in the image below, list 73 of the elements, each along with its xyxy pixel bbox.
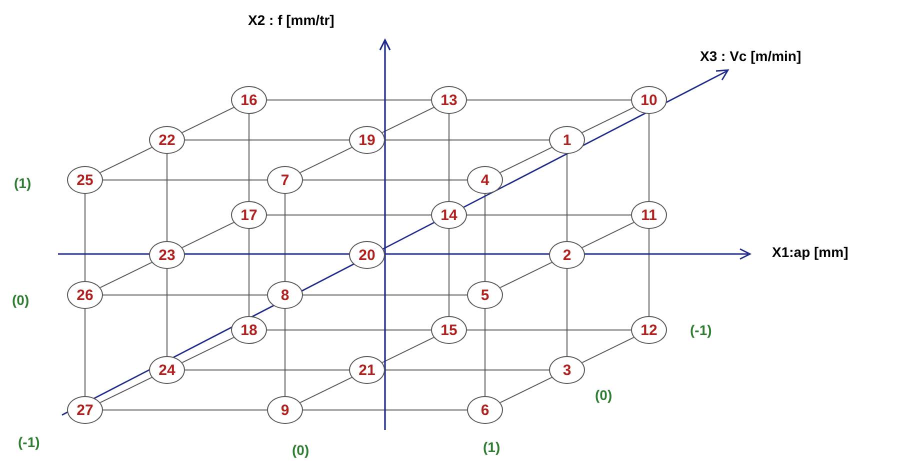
lattice-line: [484, 308, 486, 396]
lattice-line: [448, 228, 450, 316]
axis-label: X1:ap [mm]: [772, 243, 848, 262]
lattice-line: [466, 214, 632, 216]
design-point-circle: 1: [549, 126, 585, 154]
design-point-circle: 12: [631, 316, 667, 344]
design-point-circle: 7: [267, 166, 303, 194]
lattice-line: [182, 336, 234, 364]
lattice-line: [166, 268, 168, 356]
lattice-line: [84, 308, 86, 396]
design-point-circle: 21: [349, 356, 385, 384]
lattice-line: [102, 294, 268, 296]
lattice-line: [500, 376, 552, 404]
design-point-circle: 25: [67, 166, 103, 194]
lattice-line: [84, 194, 86, 282]
design-point-circle: 13: [431, 86, 467, 114]
design-point-circle: 16: [231, 86, 267, 114]
design-point-circle: 3: [549, 356, 585, 384]
lattice-line: [300, 376, 352, 404]
design-point-circle: 6: [467, 396, 503, 424]
design-point-circle: 24: [149, 356, 185, 384]
design-point-circle: 15: [431, 316, 467, 344]
lattice-line: [448, 114, 450, 202]
level-label: (1): [483, 438, 500, 457]
lattice-line: [166, 154, 168, 242]
design-point-circle: 5: [467, 281, 503, 309]
design-point-circle: 4: [467, 166, 503, 194]
lattice-line: [648, 114, 650, 202]
level-label: (0): [595, 386, 612, 405]
design-point-circle: 8: [267, 281, 303, 309]
lattice-line: [648, 228, 650, 316]
lattice-line: [582, 222, 634, 248]
lattice-line: [382, 336, 434, 364]
design-point-circle: 27: [67, 396, 103, 424]
design-point-circle: 17: [231, 201, 267, 229]
level-label: (0): [292, 441, 310, 460]
design-point-circle: 2: [549, 241, 585, 269]
design-point-circle: 20: [349, 241, 385, 269]
design-point-circle: 23: [149, 241, 185, 269]
lattice-line: [566, 268, 568, 356]
lattice-line: [484, 194, 486, 282]
axis-label: X3 : Vc [m/min]: [700, 47, 802, 66]
lattice-line: [248, 228, 250, 316]
lattice-line: [284, 308, 286, 396]
design-point-circle: 19: [349, 126, 385, 154]
design-point-circle: 9: [267, 396, 303, 424]
lattice-line: [266, 214, 432, 216]
design-point-circle: 18: [231, 316, 267, 344]
lattice-line: [566, 154, 568, 242]
design-point-circle: 14: [431, 201, 467, 229]
design-point-circle: 22: [149, 126, 185, 154]
lattice-line: [100, 376, 152, 404]
lattice-line: [248, 114, 250, 202]
lattice-line: [300, 146, 352, 174]
level-label: (-1): [690, 321, 712, 340]
lattice-line: [582, 106, 634, 134]
axis-label: X2 : f [mm/tr]: [248, 11, 334, 30]
lattice-line: [100, 262, 152, 288]
lattice-line: [302, 294, 468, 296]
design-point-circle: 11: [631, 201, 667, 229]
level-label: (-1): [18, 433, 40, 452]
lattice-line: [182, 106, 234, 134]
level-label: (0): [12, 291, 30, 310]
lattice-line: [582, 336, 634, 364]
lattice-line: [182, 222, 234, 248]
lattice-line: [500, 262, 552, 288]
lattice-line: [382, 106, 434, 134]
level-label: (1): [14, 174, 32, 193]
lattice-line: [500, 146, 552, 174]
lattice-line: [284, 194, 286, 282]
design-point-circle: 26: [67, 281, 103, 309]
lattice-line: [100, 146, 152, 174]
design-point-circle: 10: [631, 86, 667, 114]
